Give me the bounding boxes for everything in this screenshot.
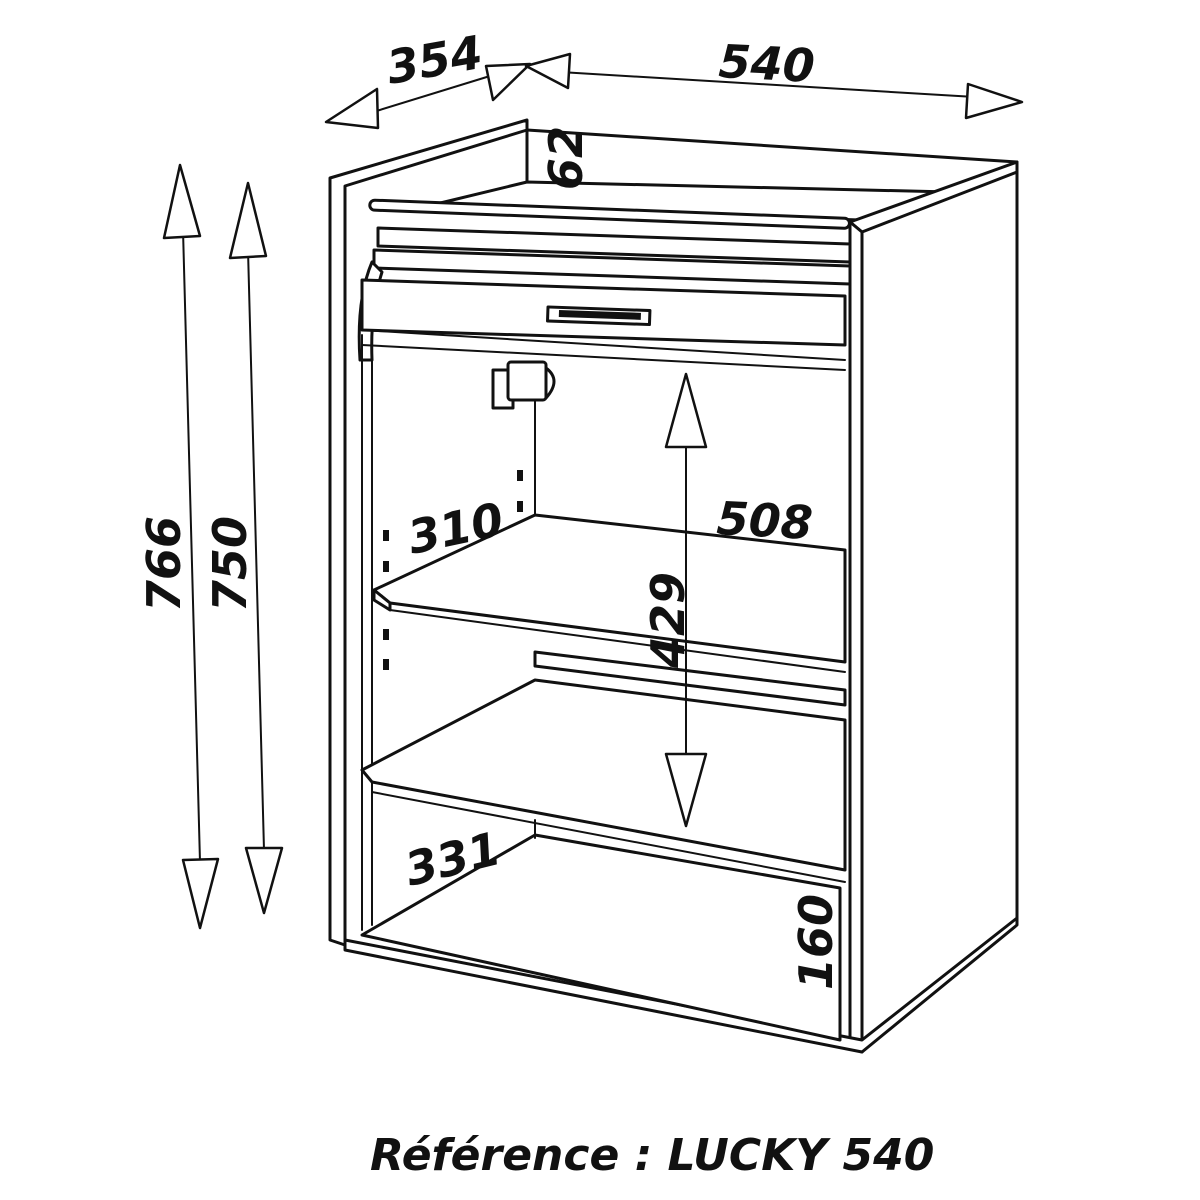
back-rail [533, 650, 847, 707]
dimension-arrows [162, 52, 1024, 930]
height-body-arrow [228, 181, 284, 915]
depth-arrow [324, 62, 532, 130]
lower-shelf-front-2 [371, 791, 846, 883]
middle-shelf-front [389, 602, 846, 663]
label-inner-top-gap: 62 [539, 126, 593, 190]
shutter-lip [361, 344, 846, 371]
lock-icon [491, 360, 556, 410]
label-depth-top: 354 [383, 25, 487, 95]
height-total-arrow [162, 163, 220, 930]
cabinet-body [328, 118, 1019, 1054]
reference-caption: Référence : LUCKY 540 [370, 1130, 934, 1181]
shutter-handle-grip [558, 309, 641, 320]
width-arrow [524, 52, 1024, 120]
rail-bar [368, 198, 851, 230]
shelf-pin-holes [383, 470, 523, 670]
left-side-panel [328, 118, 529, 947]
bottom-floor [360, 833, 842, 1042]
label-height-body: 750 [203, 516, 257, 612]
label-height-total: 766 [137, 516, 191, 612]
label-width-top: 540 [717, 34, 816, 93]
right-front-edge [848, 220, 864, 1054]
bottom-base [343, 916, 1019, 1054]
middle-shelf-front-2 [389, 609, 846, 673]
label-plinth-height: 160 [789, 894, 843, 990]
lower-shelf [360, 678, 847, 872]
label-opening-height: 429 [641, 572, 695, 669]
label-inner-width: 508 [715, 491, 814, 550]
lower-shelf-front [371, 781, 846, 871]
opening-height-arrow [664, 372, 708, 828]
shutter-bottom-edge [361, 329, 846, 361]
shutter-slat-1 [376, 226, 852, 264]
